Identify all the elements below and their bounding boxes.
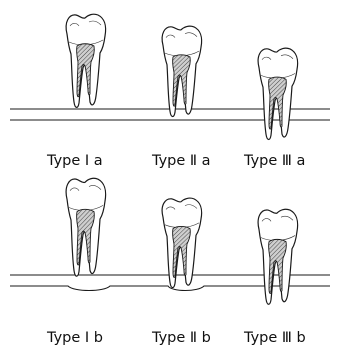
label-type-2b: Type Ⅱ b xyxy=(151,330,211,346)
label-type-2a: Type Ⅱ a xyxy=(151,153,211,169)
tooth-type-1b xyxy=(66,178,106,276)
tooth-type-1a xyxy=(66,14,106,107)
tooth-type-3b xyxy=(258,209,298,304)
row-a: Type Ⅰ a Type Ⅱ a Type Ⅲ a xyxy=(10,14,330,169)
label-type-1b: Type Ⅰ b xyxy=(46,330,103,346)
label-type-3b: Type Ⅲ b xyxy=(243,330,306,346)
tooth-type-2a xyxy=(162,26,202,116)
label-type-1a: Type Ⅰ a xyxy=(46,153,103,169)
tooth-type-2b xyxy=(162,198,202,287)
label-type-3a: Type Ⅲ a xyxy=(243,153,305,169)
tooth-type-3a xyxy=(258,48,298,139)
row-b: Type Ⅰ b Type Ⅱ b Type Ⅲ b xyxy=(10,178,330,346)
